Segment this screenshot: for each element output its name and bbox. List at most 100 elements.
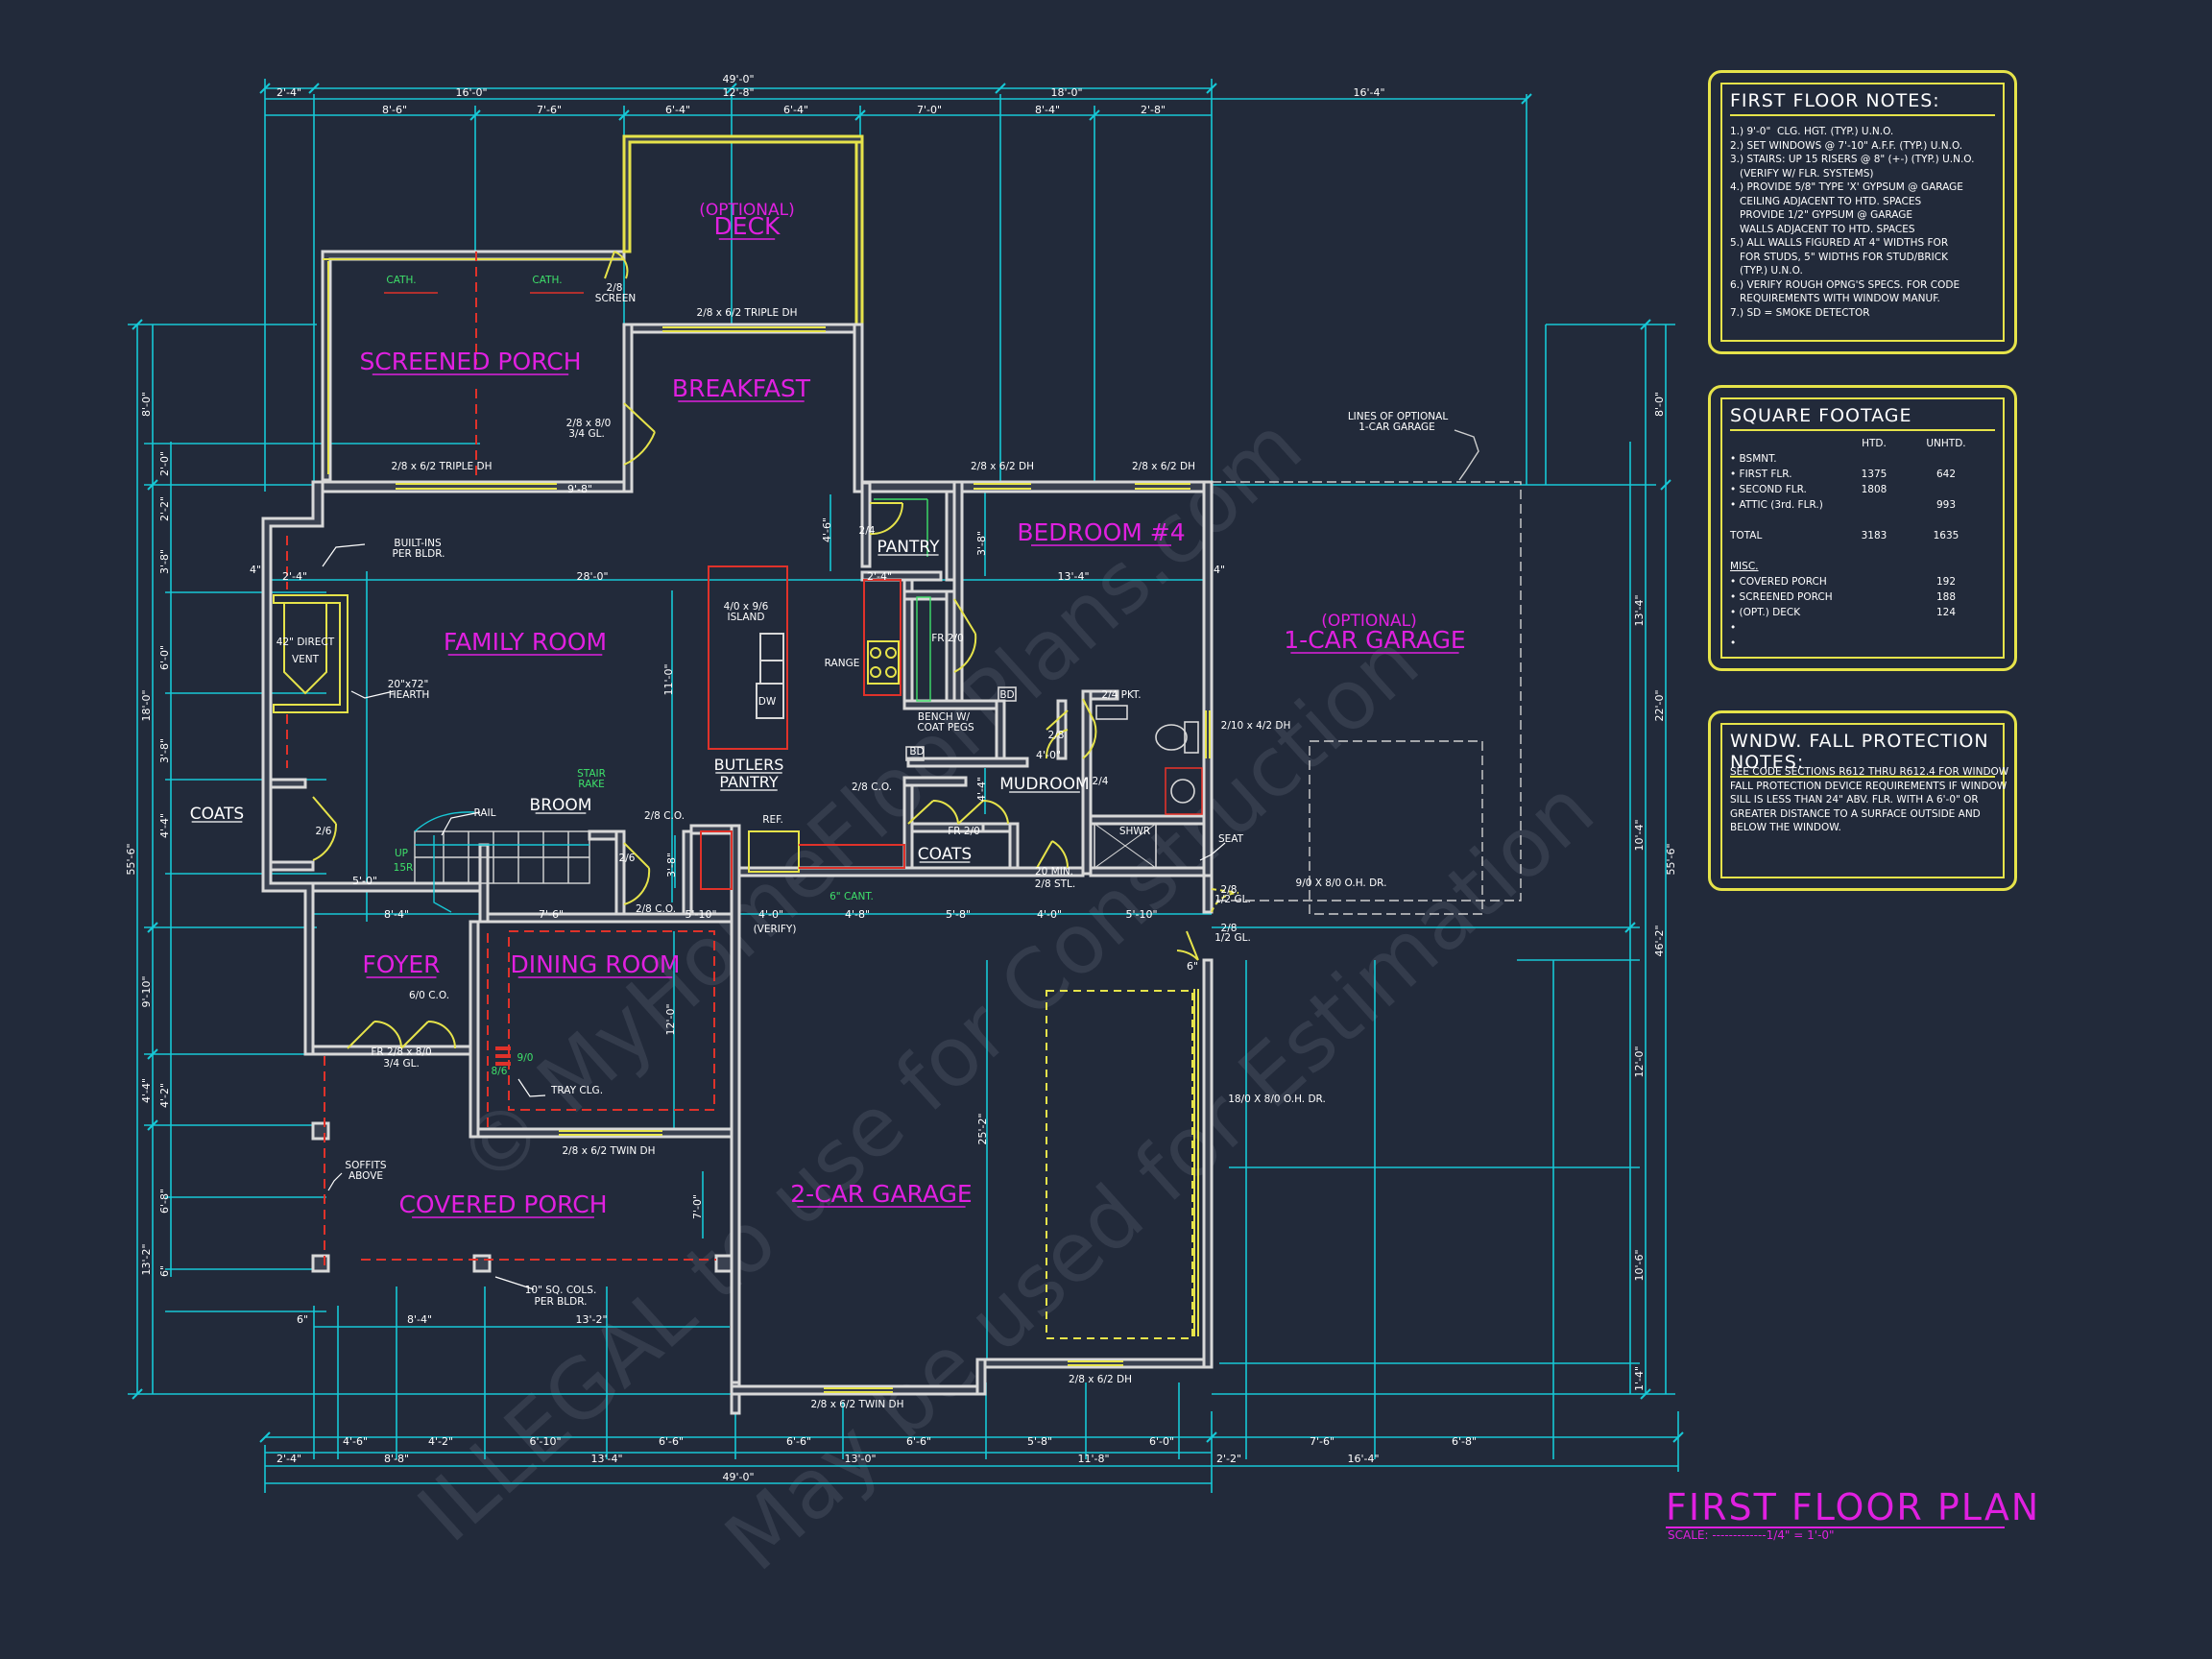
dimension-label: 16'-4" <box>1353 86 1384 99</box>
annotation-text: 2/8 x 6/2 TRIPLE DH <box>392 461 493 472</box>
annotation-text: PER BLDR. <box>535 1296 588 1308</box>
room-label-family-room: FAMILY ROOM <box>444 628 607 656</box>
room-label-covered-porch: COVERED PORCH <box>398 1190 607 1218</box>
sqft-cell <box>1730 543 1831 559</box>
dimension-label: 8'-0" <box>140 392 153 417</box>
plan-title: FIRST FLOOR PLAN <box>1666 1486 2041 1528</box>
sqft-cell <box>1831 497 1917 513</box>
room-label-breakfast: BREAKFAST <box>672 374 811 402</box>
sqft-cell: MISC. <box>1730 561 1759 572</box>
annotation-text: 1/2 GL. <box>1214 894 1251 905</box>
sqft-row <box>1730 543 1995 559</box>
dimension-label: 10'-4" <box>1633 819 1646 851</box>
dimension-label: 2'-4" <box>282 570 307 583</box>
dimension-label: 2'-2" <box>1216 1453 1241 1465</box>
dimension-overall-bottom: 49'-0" <box>722 1471 754 1483</box>
annotation-text: PER BLDR. <box>393 548 445 560</box>
dimension-label: 13'-4" <box>1633 594 1646 626</box>
coats-label-1: COATS <box>190 805 244 824</box>
dimension-label: 16'-4" <box>1347 1453 1379 1465</box>
annotation-text: SEAT <box>1218 833 1244 845</box>
annotation-text: FR 2/0 <box>948 826 980 837</box>
annotation-text: 20 MIN. <box>1035 866 1073 878</box>
doors <box>312 251 1239 1049</box>
dimension-label: 13'-2" <box>575 1313 607 1326</box>
dimension-label: 4'-6" <box>821 517 833 542</box>
dimension-label: 10'-6" <box>1633 1249 1646 1281</box>
dimension-ticks <box>132 83 1684 1443</box>
first-floor-notes-body: 1.) 9'-0" CLG. HGT. (TYP.) U.N.O.2.) SET… <box>1730 125 1995 320</box>
annotation-text: FR 2/8 x 8/0 <box>371 1046 431 1058</box>
note-line: 1.) 9'-0" CLG. HGT. (TYP.) U.N.O. <box>1730 126 1894 137</box>
annotation-text: 2/8 C.O. <box>636 903 676 915</box>
dimension-label: 5'-0" <box>352 875 377 887</box>
leaders <box>322 543 1226 1290</box>
sqft-cell: 1635 <box>1933 530 1960 541</box>
annotation-text: 6/0 C.O. <box>409 990 449 1001</box>
sqft-cell: • (OPT.) DECK <box>1730 607 1801 618</box>
sqft-header-row: HTD.UNHTD. <box>1730 436 1995 451</box>
annotation-text: 2/4 <box>1093 776 1109 787</box>
dimension-label: 4'-0" <box>1036 749 1061 761</box>
annotation-text: (VERIFY) <box>754 924 797 935</box>
pantry-label: PANTRY <box>877 538 940 557</box>
plan-title-underline <box>1666 1527 2005 1528</box>
room-label-foyer: FOYER <box>362 950 440 978</box>
dimension-label: 16'-0" <box>455 86 487 99</box>
note-line: CEILING ADJACENT TO HTD. SPACES <box>1730 195 1922 207</box>
dimension-lines <box>128 79 1679 1493</box>
dimension-label: 6'-6" <box>786 1435 811 1448</box>
dimension-labels: 49'-0"2'-4"16'-0"12'-8"18'-0"16'-4"8'-6"… <box>125 73 1677 1483</box>
annotation-text: SCREEN <box>595 293 636 304</box>
room-label-bedroom-4: BEDROOM #4 <box>1017 518 1185 546</box>
room-label-screened-porch: SCREENED PORCH <box>359 348 581 375</box>
sqft-cell <box>1831 559 1917 574</box>
annotation-text: FR 2/0 <box>931 633 964 644</box>
dimension-label: 13'-2" <box>140 1243 153 1275</box>
dimension-label: 6'-4" <box>783 104 808 116</box>
annotation-text: 2/8 <box>1221 923 1238 934</box>
dimension-label: 8'-8" <box>384 1453 409 1465</box>
annotation-text: RANGE <box>825 658 860 669</box>
dimension-label: 6" <box>297 1313 308 1326</box>
sqft-cell: TOTAL <box>1730 530 1763 541</box>
dimension-label: 13'-4" <box>1057 570 1089 583</box>
note-line: GREATER DISTANCE TO A SURFACE OUTSIDE AN… <box>1730 807 1981 820</box>
annotation-text: 2/8 x 8/0 <box>566 418 612 429</box>
optional-deck-tag: (OPTIONAL) <box>699 201 795 220</box>
note-line: FOR STUDS, 5" WIDTHS FOR STUD/BRICK <box>1730 251 1949 263</box>
annotation-text: 2/8 x 6/2 TRIPLE DH <box>697 307 798 319</box>
dimension-label: 12'-8" <box>722 86 754 99</box>
annotation-text: BENCH W/ <box>918 711 971 723</box>
sqft-cell <box>1831 605 1917 620</box>
room-label-two-car-garage: 2-CAR GARAGE <box>790 1180 972 1208</box>
sqft-cell: 1808 <box>1861 484 1887 495</box>
sqft-cell: 1375 <box>1861 469 1887 480</box>
annotation-text: 2/8 <box>1048 730 1065 741</box>
annotation-text: SOFFITS <box>345 1160 387 1171</box>
annotation-text: LINES OF OPTIONAL <box>1348 411 1448 422</box>
note-line: (VERIFY W/ FLR. SYSTEMS) <box>1730 167 1874 180</box>
dimension-label: 4" <box>250 564 261 576</box>
dimension-label: 22'-0" <box>1653 689 1666 721</box>
sqft-cell: 642 <box>1936 469 1957 480</box>
mudroom-label: MUDROOM <box>999 775 1089 794</box>
dimension-label: 12'-0" <box>664 1003 677 1035</box>
annotation-text: 9/0 <box>517 1052 534 1064</box>
square-footage-title: SQUARE FOOTAGE <box>1730 405 1995 431</box>
sqft-cell: 188 <box>1936 591 1957 603</box>
window-fall-protection-panel: WNDW. FALL PROTECTION NOTES: SEE CODE SE… <box>1708 710 2017 891</box>
room-label-dining-room: DINING ROOM <box>510 950 680 978</box>
dimension-label: 6'-8" <box>158 1189 171 1214</box>
sqft-cell: • SCREENED PORCH <box>1730 591 1833 603</box>
sqft-row: • <box>1730 620 1995 636</box>
dimension-label: 8'-4" <box>1035 104 1060 116</box>
dimension-label: 13'-0" <box>844 1453 876 1465</box>
sqft-cell <box>1831 589 1917 605</box>
dimension-label: 6'-6" <box>906 1435 931 1448</box>
annotation-text: 2/6 <box>619 853 636 864</box>
annotation-text: 2/8 x 6/2 TWIN DH <box>562 1145 655 1157</box>
note-line: WALLS ADJACENT TO HTD. SPACES <box>1730 223 1915 235</box>
